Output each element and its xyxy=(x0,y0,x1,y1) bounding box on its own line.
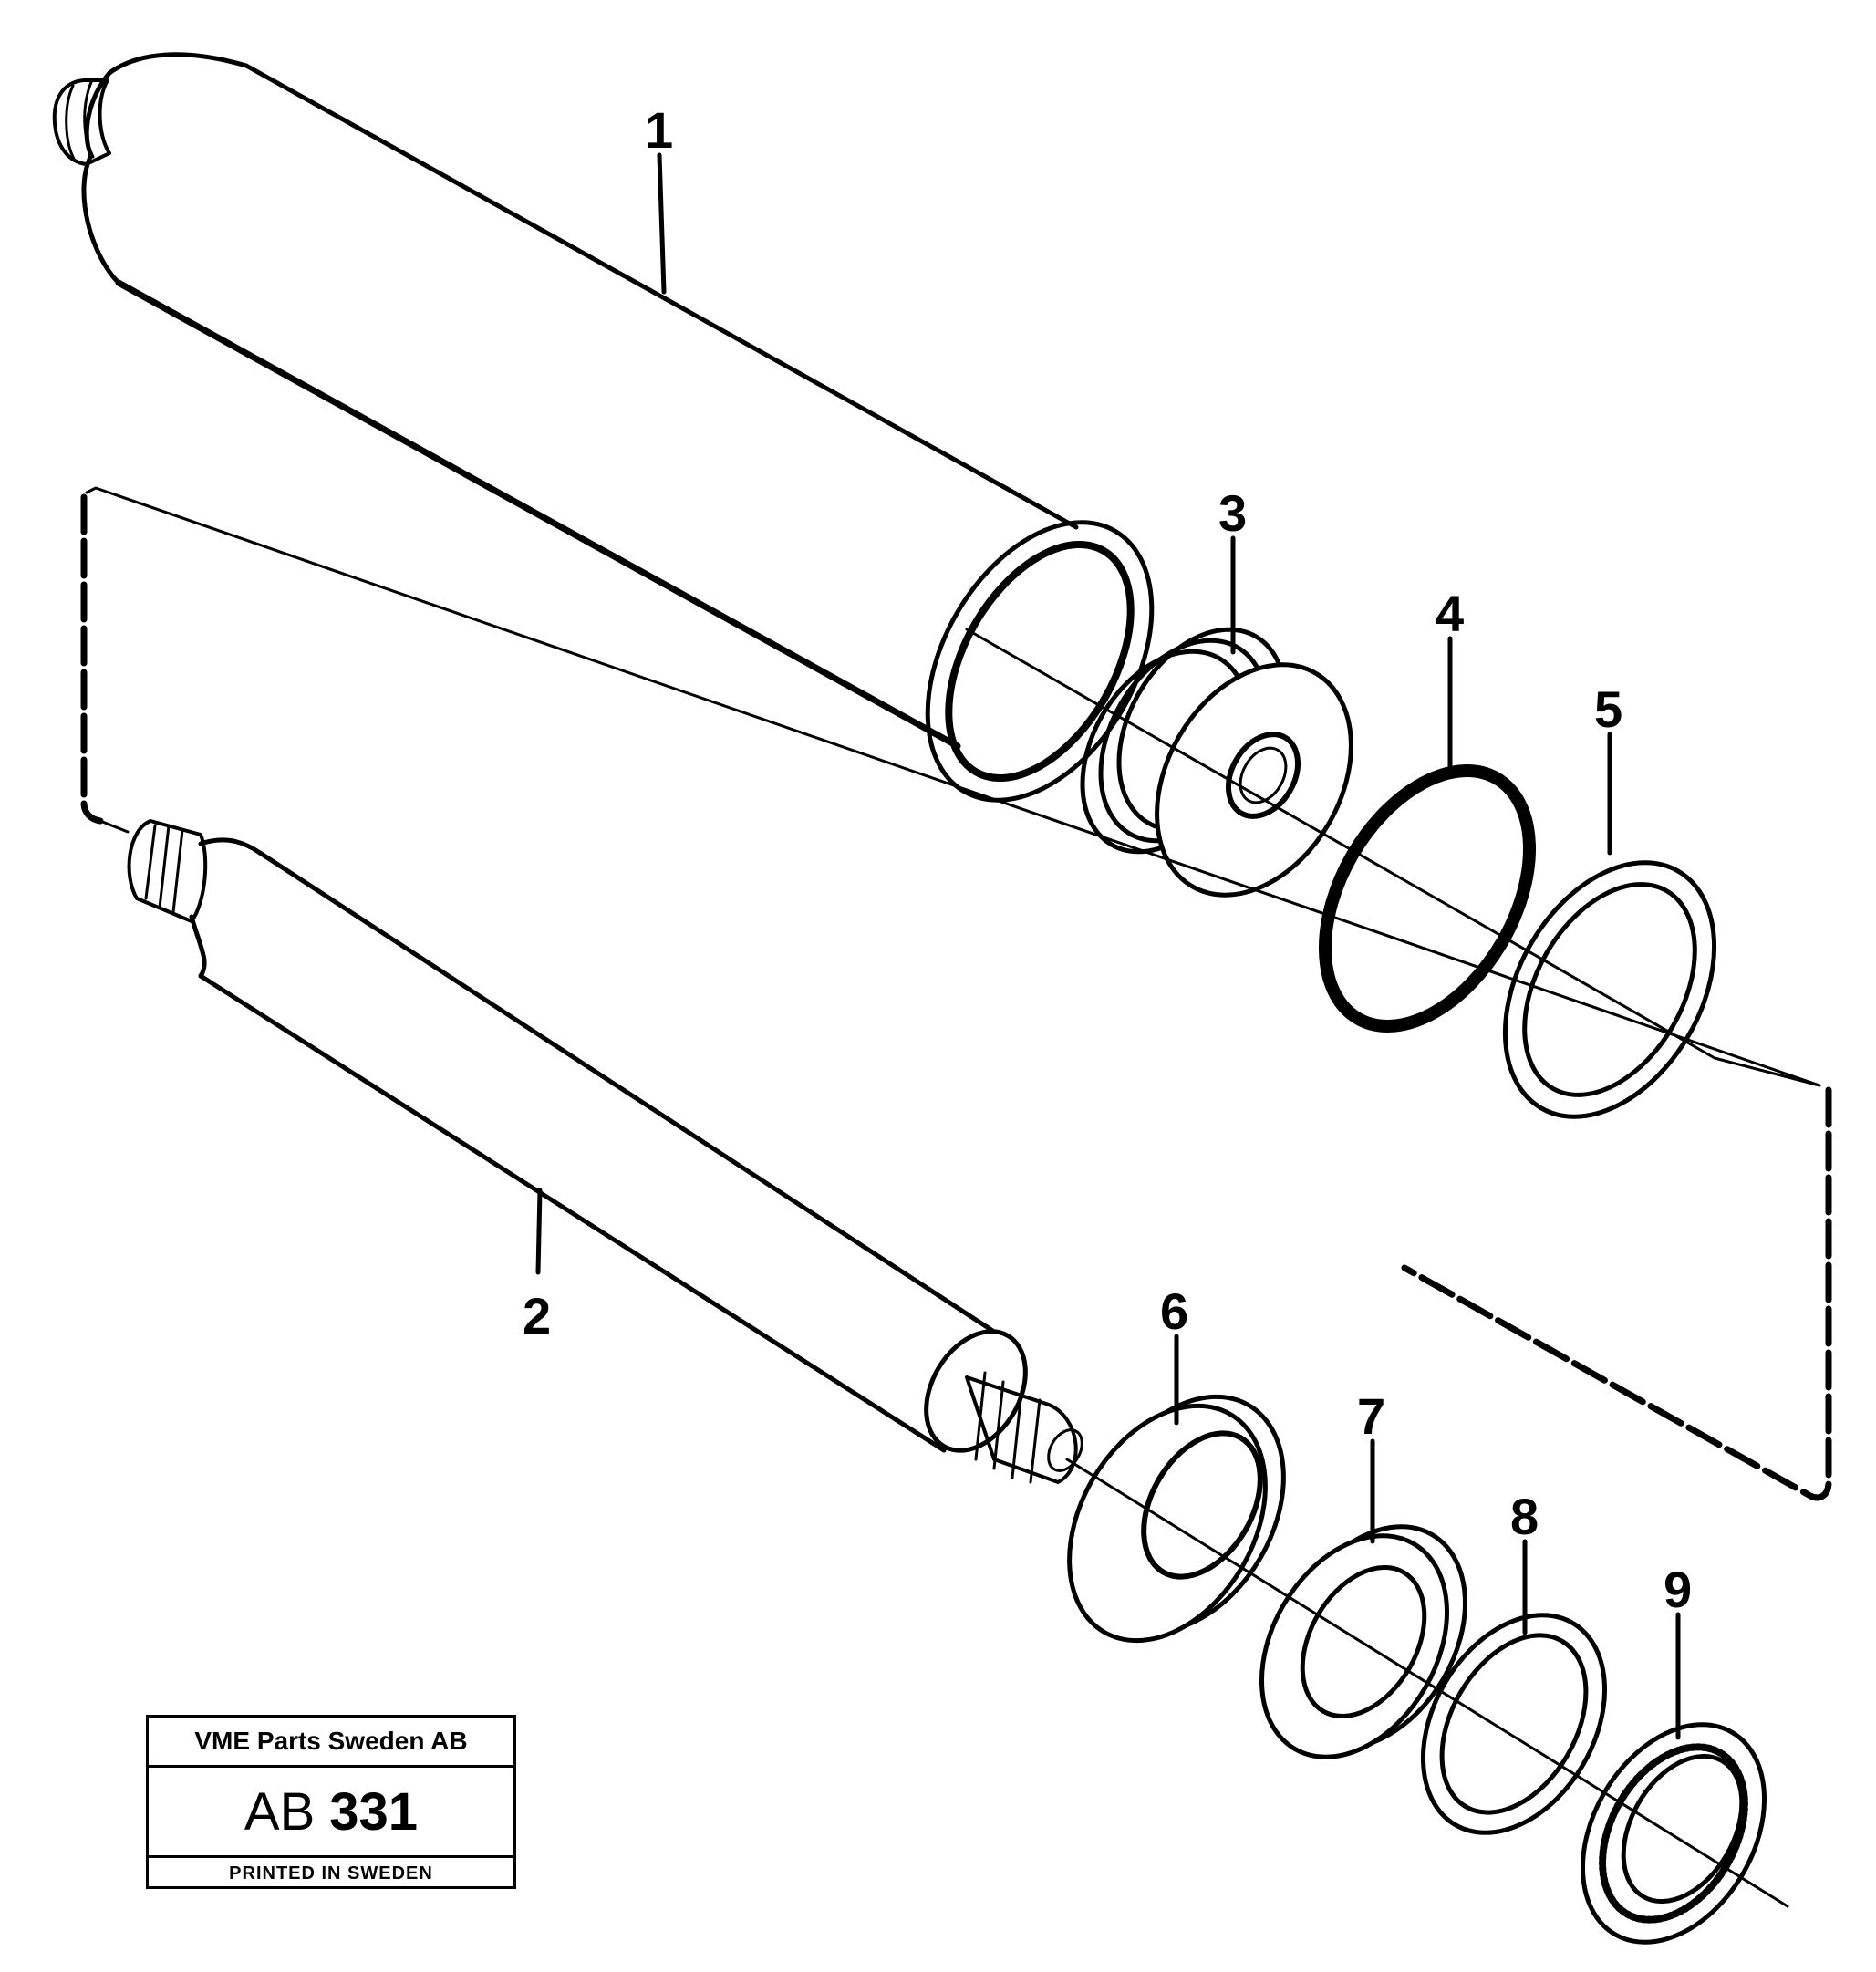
leader-lines xyxy=(535,152,1681,1740)
callout-4: 4 xyxy=(1436,585,1464,642)
callout-5: 5 xyxy=(1594,680,1622,738)
callout-9: 9 xyxy=(1664,1561,1692,1618)
stamp-code: AB 331 xyxy=(149,1768,513,1855)
rod-seal xyxy=(1259,1524,1467,1759)
o-ring xyxy=(1318,764,1537,1033)
rod-shoulder xyxy=(189,837,263,979)
piston-bore xyxy=(1226,732,1301,819)
stamp-code-prefix: AB xyxy=(244,1781,316,1842)
rod-bottom-edge xyxy=(198,973,947,1453)
title-stamp: VME Parts Sweden AB AB 331 PRINTED IN SW… xyxy=(146,1715,516,1889)
tube-open-end-outer xyxy=(925,520,1155,803)
tube-end-thread xyxy=(52,78,111,166)
upper-assembly-axis xyxy=(965,628,1821,1087)
rod-guide xyxy=(1067,1394,1286,1644)
wiper-seal xyxy=(1580,1722,1767,1945)
callout-7: 7 xyxy=(1357,1387,1385,1445)
callout-labels: 1 2 3 4 5 6 7 8 9 xyxy=(523,101,1692,1618)
callout-2: 2 xyxy=(523,1287,551,1344)
piston-rod xyxy=(127,819,1083,1484)
lower-assembly-axis xyxy=(1065,1458,1789,1908)
piston-face xyxy=(1155,662,1353,898)
stamp-code-number: 331 xyxy=(329,1781,419,1842)
stamp-printed: PRINTED IN SWEDEN xyxy=(149,1855,513,1889)
rod-top-edge xyxy=(257,850,997,1334)
callout-1: 1 xyxy=(645,101,673,159)
tube-end-cap xyxy=(81,52,249,285)
callout-8: 8 xyxy=(1510,1488,1539,1545)
piston xyxy=(1080,627,1353,898)
tube-top-edge xyxy=(244,63,1079,530)
backup-ring xyxy=(1502,860,1717,1119)
rod-near-thread xyxy=(965,1375,1078,1484)
callout-6: 6 xyxy=(1160,1282,1188,1340)
tube-open-end-inner xyxy=(945,541,1135,782)
rod-ring xyxy=(1420,1613,1608,1835)
assembly-bracket xyxy=(80,486,1832,1501)
tube-bottom-edge xyxy=(115,279,961,750)
stamp-company: VME Parts Sweden AB xyxy=(149,1718,513,1768)
cylinder-tube xyxy=(52,52,1155,803)
callout-3: 3 xyxy=(1218,484,1247,542)
